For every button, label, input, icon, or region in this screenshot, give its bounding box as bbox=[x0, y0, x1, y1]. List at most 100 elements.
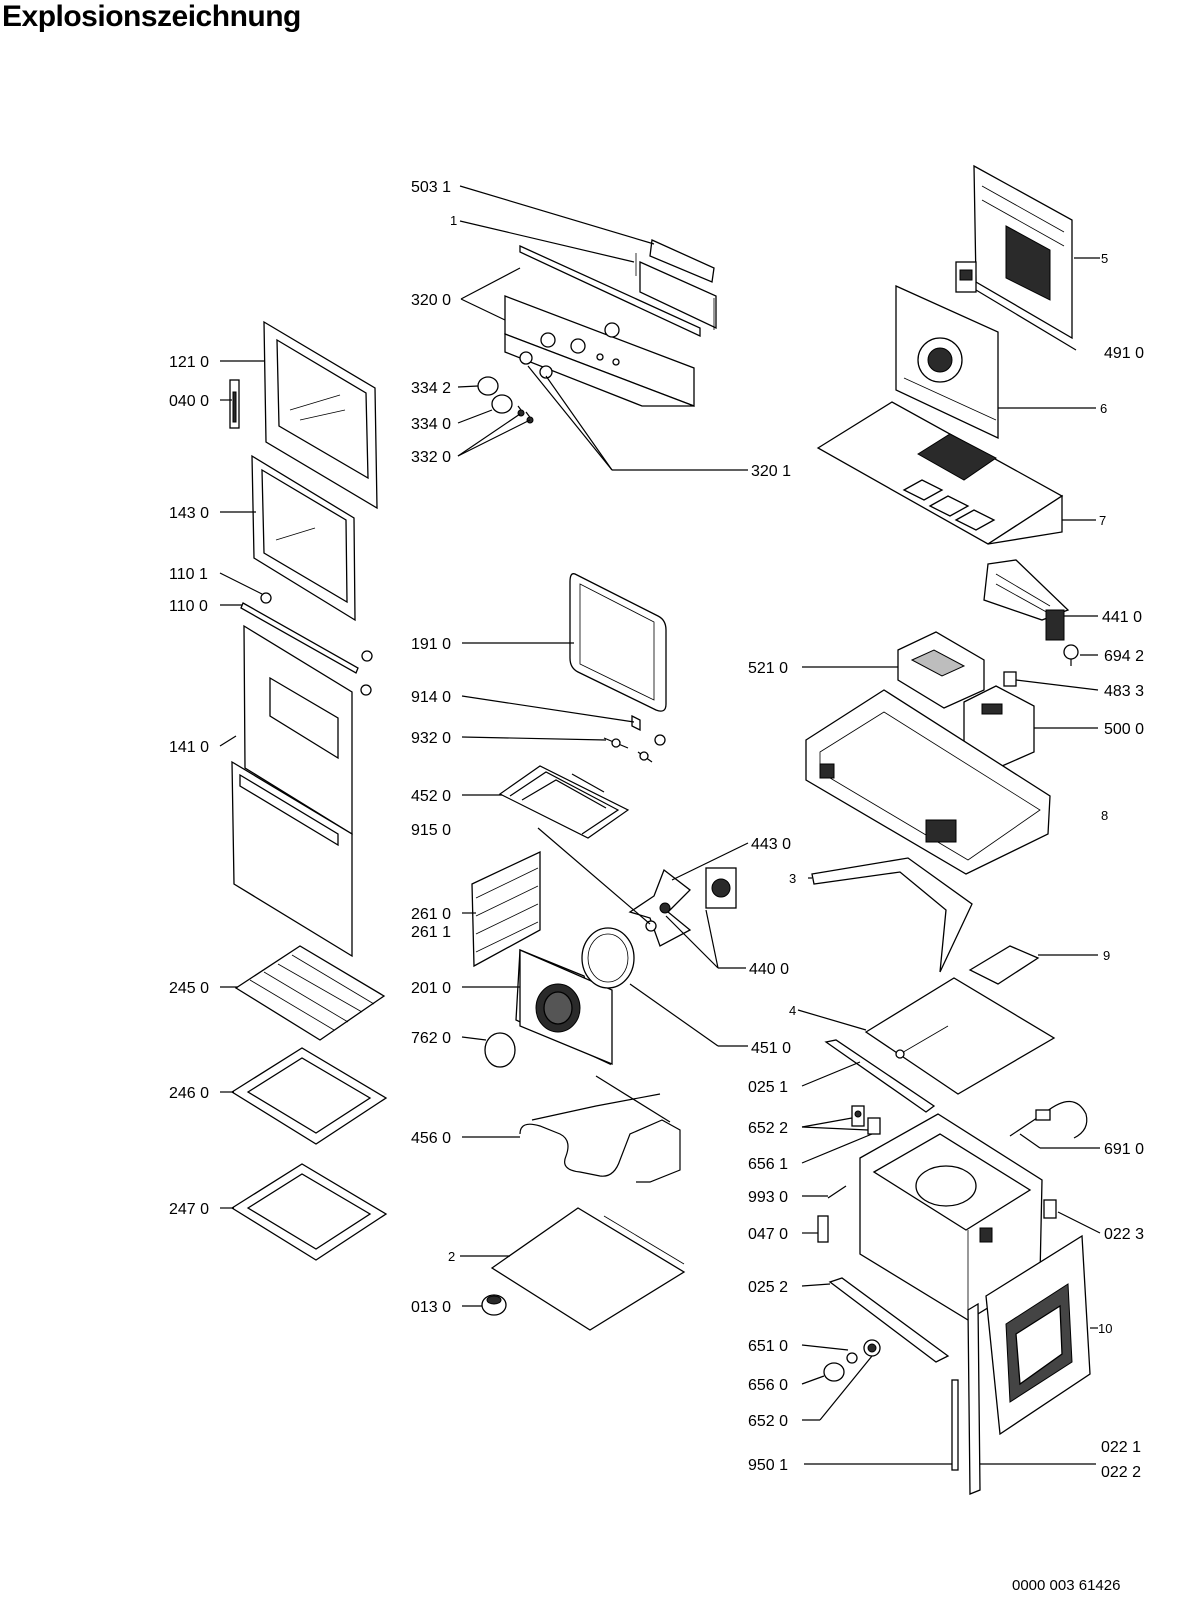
door-glass-part bbox=[231, 624, 353, 958]
label-932-0: 932 0 bbox=[411, 730, 451, 747]
label-500-0: 500 0 bbox=[1104, 721, 1144, 738]
label-521-0: 521 0 bbox=[748, 660, 788, 677]
label-7: 7 bbox=[1099, 513, 1106, 528]
label-025-2: 025 2 bbox=[748, 1279, 788, 1296]
deep-tray-part bbox=[230, 1163, 388, 1261]
inner-door-part bbox=[251, 454, 356, 622]
label-247-0: 247 0 bbox=[169, 1201, 209, 1218]
label-025-1: 025 1 bbox=[748, 1079, 788, 1096]
round-cover-part bbox=[484, 1032, 516, 1068]
label-320-1: 320 1 bbox=[751, 463, 791, 480]
label-483-3: 483 3 bbox=[1104, 683, 1144, 700]
label-121-0: 121 0 bbox=[169, 354, 209, 371]
leader-lines bbox=[219, 185, 1101, 1465]
switch-part bbox=[1003, 671, 1017, 687]
label-013-0: 013 0 bbox=[411, 1299, 451, 1316]
label-451-0: 451 0 bbox=[751, 1040, 791, 1057]
label-320-0: 320 0 bbox=[411, 292, 451, 309]
label-047-0: 047 0 bbox=[748, 1226, 788, 1243]
label-656-0: 656 0 bbox=[748, 1377, 788, 1394]
label-652-2: 652 2 bbox=[748, 1120, 788, 1137]
fan-ring-part bbox=[581, 927, 635, 989]
floor-panel-part bbox=[490, 1207, 686, 1331]
label-334-2: 334 2 bbox=[411, 380, 451, 397]
label-201-0: 201 0 bbox=[411, 980, 451, 997]
label-443-0: 443 0 bbox=[751, 836, 791, 853]
rear-panel-part bbox=[973, 164, 1073, 340]
back-wall-part bbox=[895, 284, 999, 440]
label-491-0: 491 0 bbox=[1104, 345, 1144, 362]
cooling-fan-part bbox=[983, 559, 1070, 641]
label-441-0: 441 0 bbox=[1102, 609, 1142, 626]
label-022-3: 022 3 bbox=[1104, 1226, 1144, 1243]
label-6: 6 bbox=[1100, 401, 1107, 416]
label-4: 4 bbox=[789, 1003, 796, 1018]
label-440-0: 440 0 bbox=[749, 961, 789, 978]
shelf-guide-parts bbox=[471, 850, 541, 968]
oven-rack-part bbox=[234, 945, 386, 1041]
chassis-part bbox=[805, 689, 1051, 875]
label-8: 8 bbox=[1101, 808, 1108, 823]
side-rail-part bbox=[811, 857, 973, 973]
foot-part bbox=[481, 1294, 507, 1316]
label-141-0: 141 0 bbox=[169, 739, 209, 756]
label-110-0: 110 0 bbox=[169, 598, 208, 615]
label-332-0: 332 0 bbox=[411, 449, 451, 466]
base-plate-part bbox=[864, 977, 1056, 1095]
label-993-0: 993 0 bbox=[748, 1189, 788, 1206]
label-1: 1 bbox=[450, 213, 457, 228]
back-panel-part bbox=[515, 949, 613, 1066]
bottom-heater-part bbox=[519, 1075, 681, 1183]
door-hinge-part bbox=[229, 379, 240, 429]
support-bracket-part bbox=[968, 945, 1040, 985]
bottom-rail-part bbox=[824, 1039, 936, 1113]
label-503-1: 503 1 bbox=[411, 179, 451, 196]
sensor-part bbox=[1063, 644, 1079, 666]
label-191-0: 191 0 bbox=[411, 636, 451, 653]
label-915-0: 915 0 bbox=[411, 822, 451, 839]
label-2: 2 bbox=[448, 1249, 455, 1264]
document-number: 0000 003 61426 bbox=[1012, 1577, 1121, 1594]
lower-rail-part bbox=[828, 1277, 950, 1363]
label-143-0: 143 0 bbox=[169, 505, 209, 522]
label-10: 10 bbox=[1098, 1321, 1112, 1336]
label-3: 3 bbox=[789, 871, 796, 886]
label-651-0: 651 0 bbox=[748, 1338, 788, 1355]
oven-cavity-part bbox=[859, 1113, 1057, 1321]
label-762-0: 762 0 bbox=[411, 1030, 451, 1047]
front-strip-parts bbox=[951, 1302, 981, 1495]
grill-element-part bbox=[498, 765, 630, 839]
door-clip-parts bbox=[240, 592, 373, 696]
part-labels: 503 1 1 320 0 121 0 040 0 334 2 334 0 33… bbox=[169, 179, 1144, 1481]
side-panel-part bbox=[985, 1234, 1091, 1436]
label-452-0: 452 0 bbox=[411, 788, 451, 805]
top-panel-part bbox=[816, 401, 1064, 545]
label-5: 5 bbox=[1101, 251, 1108, 266]
lamp-holder-parts bbox=[851, 1105, 881, 1135]
baking-tray-part bbox=[230, 1047, 388, 1145]
terminal-block-part bbox=[955, 261, 977, 293]
page-title: Explosionszeichnung bbox=[2, 0, 301, 33]
label-456-0: 456 0 bbox=[411, 1130, 451, 1147]
label-691-0: 691 0 bbox=[1104, 1141, 1144, 1158]
knob-parts bbox=[477, 376, 534, 424]
lamp-parts bbox=[603, 714, 666, 763]
label-110-1: 110 1 bbox=[169, 566, 208, 583]
label-950-1: 950 1 bbox=[748, 1457, 788, 1474]
label-022-1: 022 1 bbox=[1101, 1439, 1141, 1456]
door-frame-part bbox=[263, 320, 378, 510]
label-245-0: 245 0 bbox=[169, 980, 209, 997]
label-9: 9 bbox=[1103, 948, 1110, 963]
label-261-0: 261 0 bbox=[411, 906, 451, 923]
label-656-1: 656 1 bbox=[748, 1156, 788, 1173]
control-panel-parts bbox=[504, 239, 717, 407]
screw-parts bbox=[817, 1185, 847, 1243]
label-334-0: 334 0 bbox=[411, 416, 451, 433]
label-652-0: 652 0 bbox=[748, 1413, 788, 1430]
label-694-2: 694 2 bbox=[1104, 648, 1144, 665]
fan-motor-part bbox=[628, 867, 737, 947]
control-module-part bbox=[897, 631, 985, 709]
lamp-cover-parts bbox=[823, 1339, 881, 1382]
door-seal-part bbox=[569, 573, 667, 712]
